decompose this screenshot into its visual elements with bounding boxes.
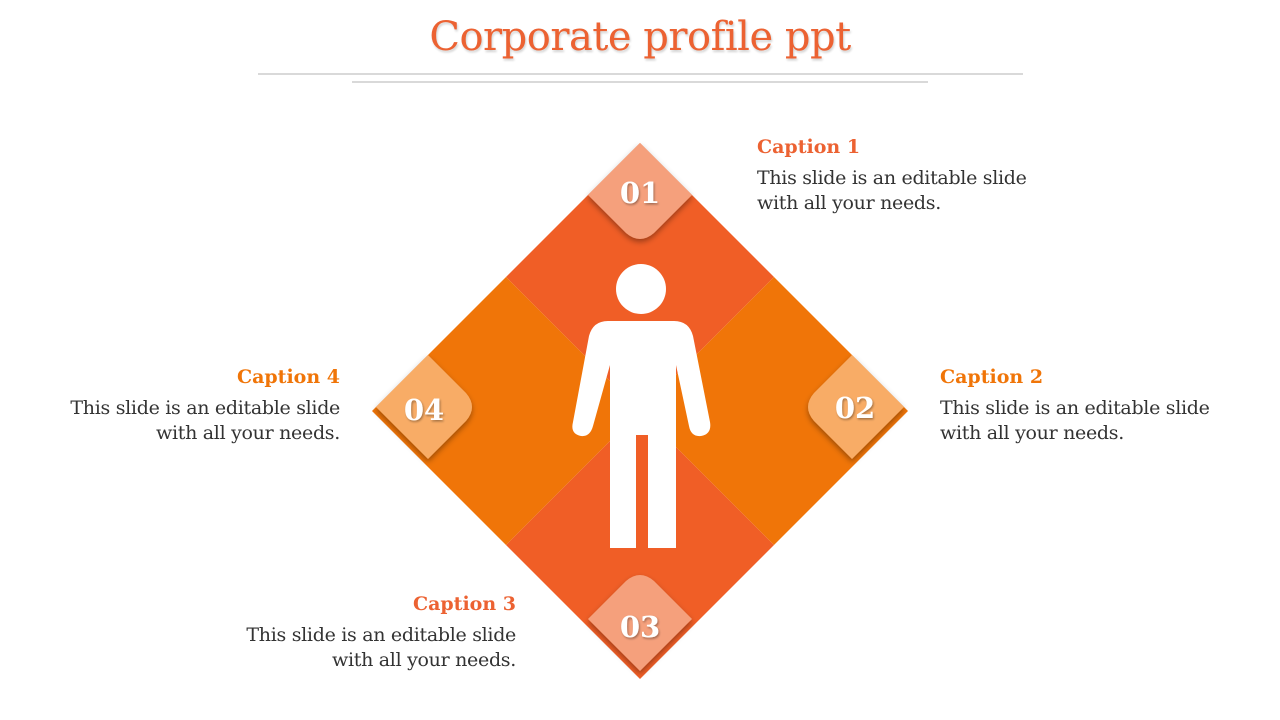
- caption-text-2-line-2: with all your needs.: [940, 422, 1124, 444]
- title-divider-top: [258, 73, 1023, 75]
- badge-04: 04: [376, 355, 472, 459]
- caption-text-1-line-2: with all your needs.: [757, 192, 941, 214]
- badge-number-01: 01: [620, 176, 660, 210]
- caption-title-3: Caption 3: [412, 593, 516, 615]
- badge-number-04: 04: [404, 393, 444, 427]
- title-divider-bottom: [352, 81, 928, 83]
- caption-text-1: This slide is an editable slide with all…: [757, 166, 1057, 216]
- caption-text-4: This slide is an editable slide with all…: [40, 396, 340, 446]
- caption-text-4-line-2: with all your needs.: [156, 422, 340, 444]
- caption-text-2-line-1: This slide is an editable slide: [940, 397, 1210, 419]
- caption-block-1: Caption 1 This slide is an editable slid…: [757, 134, 1057, 216]
- quadrant-right: [640, 277, 908, 545]
- slide-title: Corporate profile ppt: [429, 14, 851, 60]
- caption-text-4-line-1: This slide is an editable slide: [70, 397, 340, 419]
- badge-01: 01: [588, 143, 692, 239]
- caption-text-3-line-2: with all your needs.: [332, 649, 516, 671]
- badge-02: 02: [808, 355, 904, 459]
- caption-text-2: This slide is an editable slide with all…: [940, 396, 1240, 446]
- caption-text-3: This slide is an editable slide with all…: [216, 623, 516, 673]
- caption-block-3: Caption 3 This slide is an editable slid…: [216, 591, 516, 673]
- caption-block-2: Caption 2 This slide is an editable slid…: [940, 364, 1240, 446]
- badge-number-03: 03: [620, 610, 660, 644]
- badge-number-02: 02: [835, 391, 875, 425]
- caption-text-1-line-1: This slide is an editable slide: [757, 167, 1027, 189]
- badge-03: 03: [588, 575, 692, 671]
- caption-title-2: Caption 2: [940, 366, 1044, 388]
- quadrant-left: [372, 277, 640, 545]
- caption-title-1: Caption 1: [757, 136, 861, 158]
- caption-block-4: Caption 4 This slide is an editable slid…: [40, 364, 340, 446]
- caption-text-3-line-1: This slide is an editable slide: [246, 624, 516, 646]
- person-icon: [572, 264, 711, 548]
- caption-title-4: Caption 4: [236, 366, 340, 388]
